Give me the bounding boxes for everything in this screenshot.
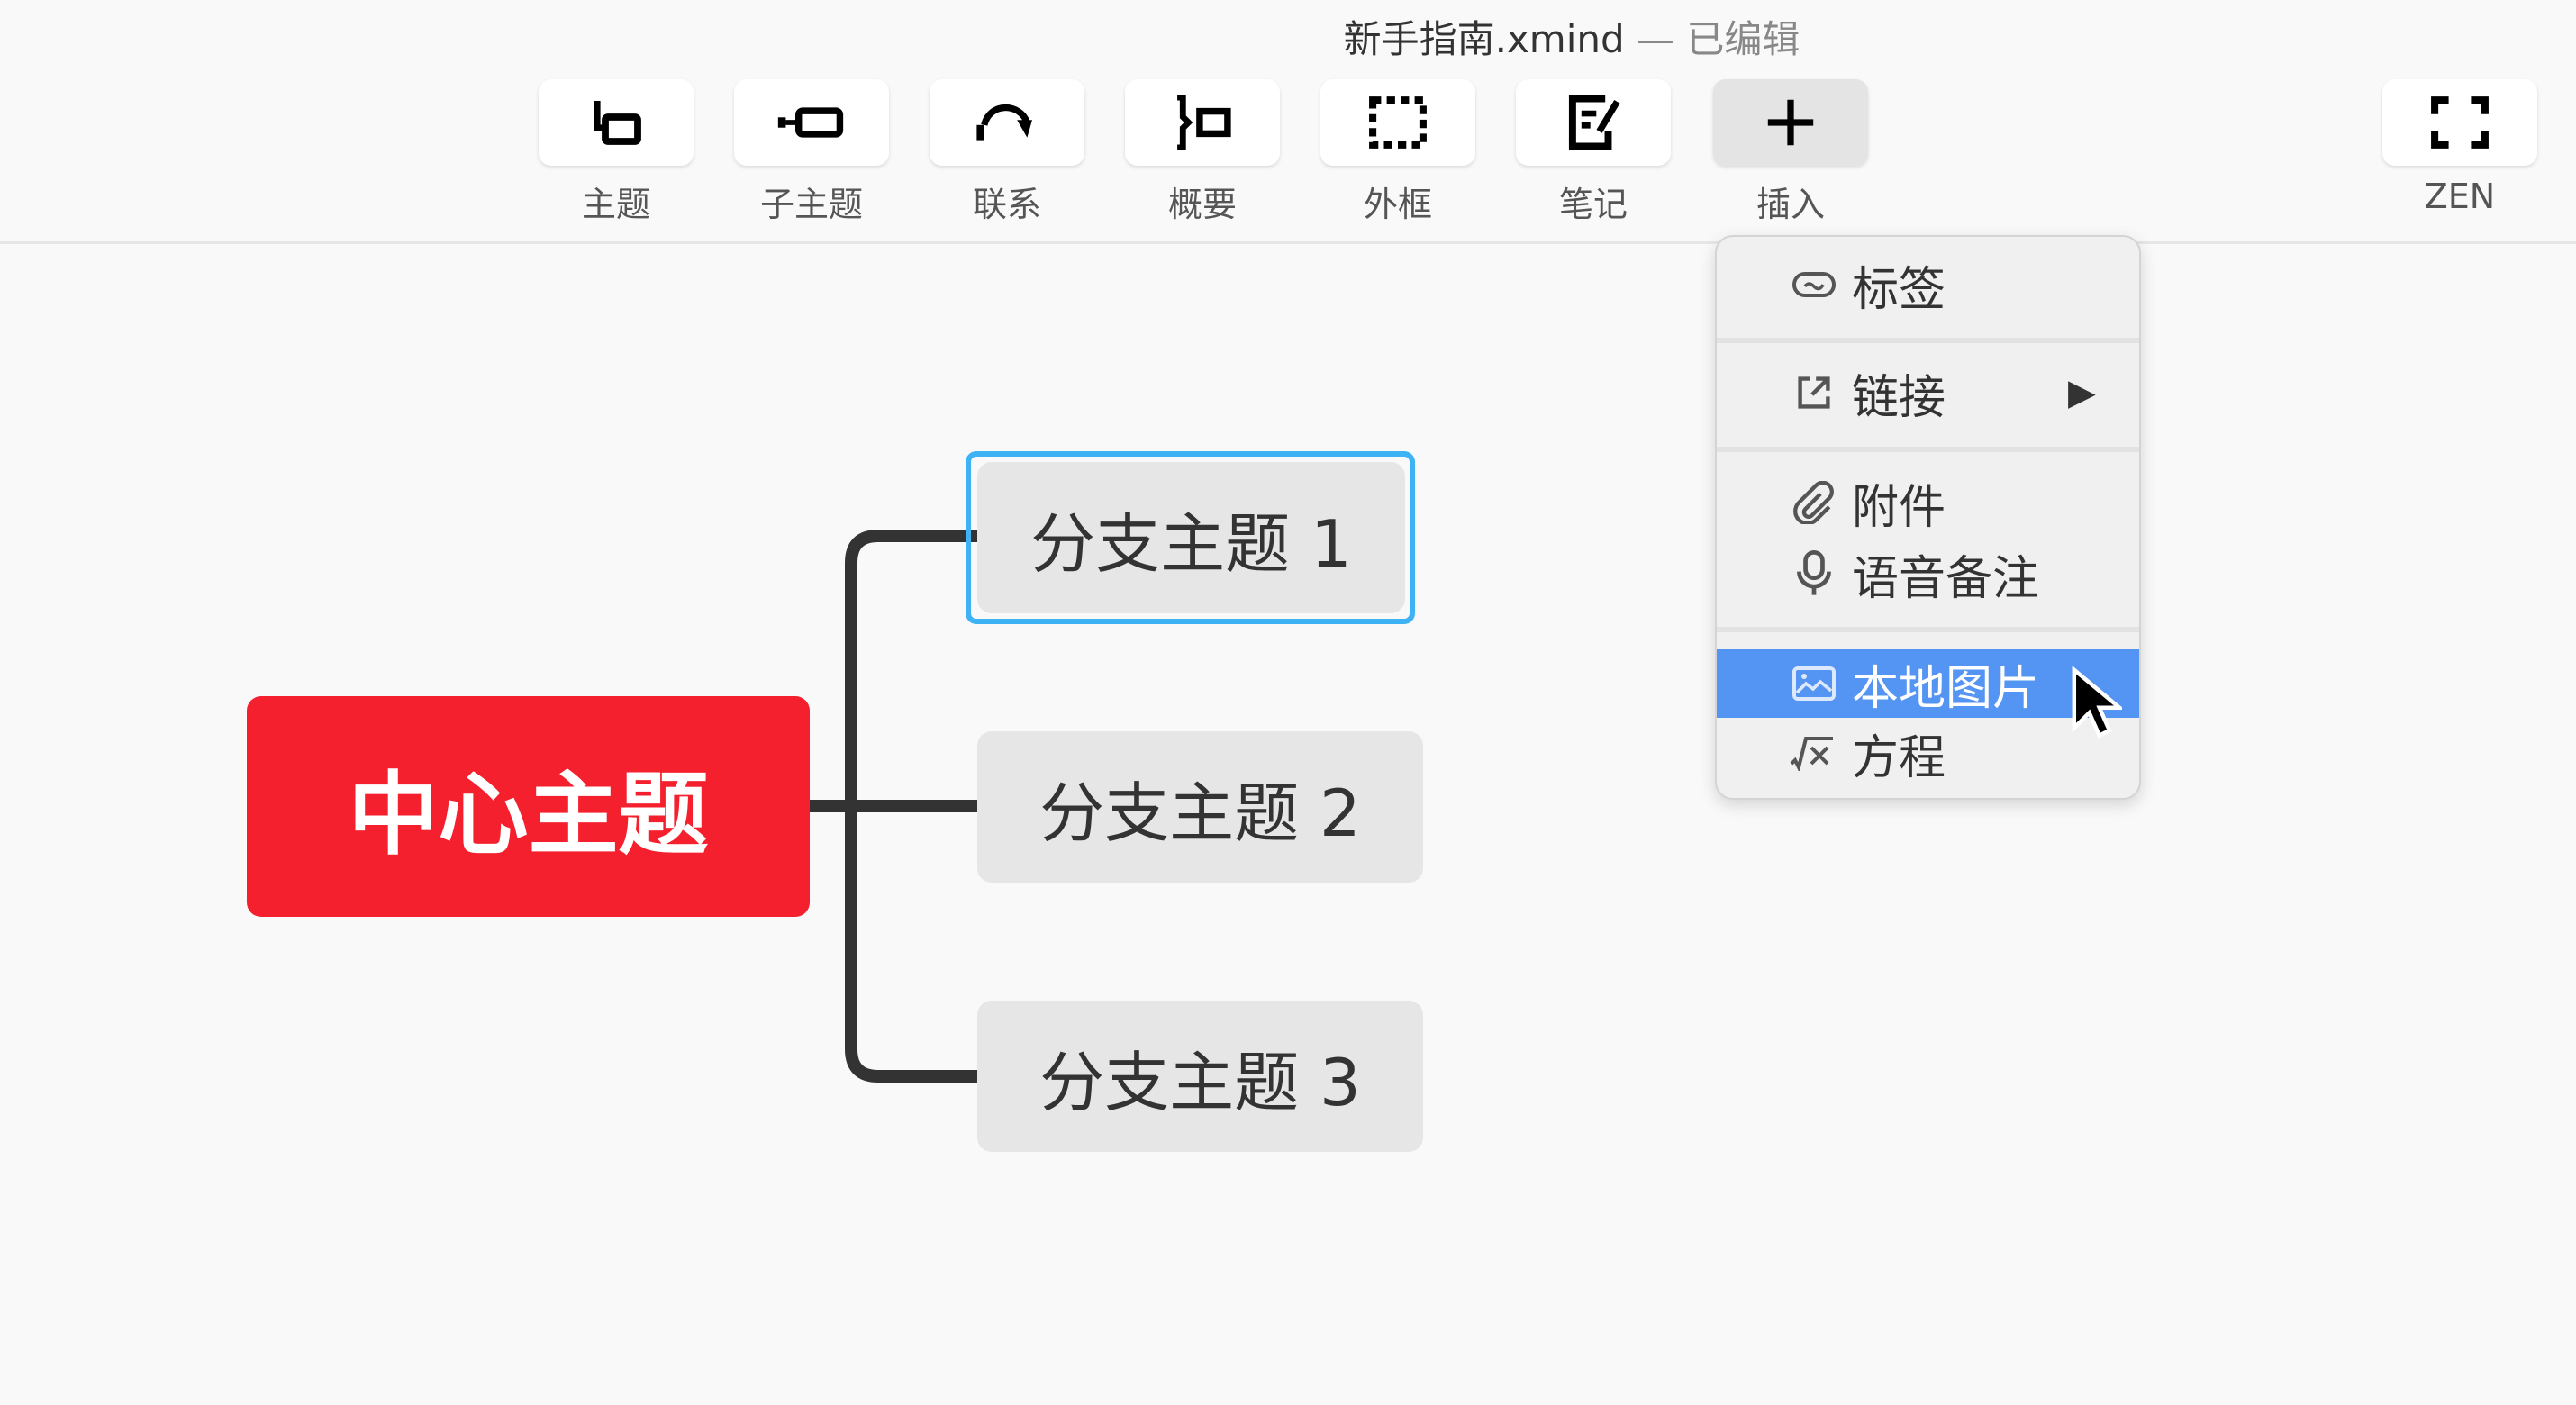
insert-menu: 标签 链接 ▶ 附件 语音备注 本地图片 方程 (1715, 235, 2141, 800)
menu-item-link[interactable]: 链接 ▶ (1717, 358, 2139, 427)
window-title: 新手指南.xmind — 已编辑 (0, 9, 2576, 64)
image-icon (1789, 658, 1839, 709)
menu-item-text: 标签 (1852, 262, 1946, 317)
menu-item-text: 方程 (1852, 730, 1946, 785)
submenu-arrow-icon: ▶ (2068, 372, 2096, 413)
mouse-cursor-icon (2072, 666, 2122, 739)
fullscreen-icon (2431, 96, 2489, 149)
menu-item-equation[interactable]: 方程 (1717, 719, 2139, 787)
equation-icon (1789, 728, 1839, 778)
note-icon (1568, 95, 1620, 150)
link-icon (1789, 367, 1839, 418)
menu-item-label[interactable]: 标签 (1717, 250, 2139, 319)
menu-separator (1717, 338, 2139, 343)
menu-separator (1717, 447, 2139, 452)
subtopic-icon (777, 107, 844, 138)
menu-item-text: 本地图片 (1852, 661, 2040, 716)
menu-item-text: 附件 (1852, 480, 1946, 535)
attachment-icon (1789, 477, 1839, 528)
branch-topic-1[interactable]: 分支主题 1 (977, 462, 1405, 613)
menu-separator (1717, 627, 2139, 632)
insert-label: 插入 (1755, 185, 1825, 224)
relationship-icon (976, 104, 1032, 140)
summary-button[interactable] (1125, 79, 1280, 166)
selection-outline (966, 451, 1415, 624)
plus-icon (1767, 99, 1814, 146)
topic-icon (594, 101, 641, 145)
relationship-button[interactable] (930, 79, 1084, 166)
edit-status: — 已编辑 (1637, 17, 1800, 61)
branch-topic-3[interactable]: 分支主题 3 (977, 1001, 1423, 1152)
boundary-icon (1369, 96, 1427, 149)
zen-label: ZEN (2424, 177, 2496, 216)
branch-topic-2[interactable]: 分支主题 2 (977, 731, 1423, 883)
summary-label: 概要 (1167, 185, 1237, 224)
subtopic-button[interactable] (734, 79, 889, 166)
note-label: 笔记 (1558, 185, 1628, 224)
label-icon (1789, 259, 1839, 310)
boundary-button[interactable] (1320, 79, 1475, 166)
subtopic-label: 子主题 (759, 185, 863, 224)
microphone-icon (1789, 548, 1839, 599)
menu-item-voice-note[interactable]: 语音备注 (1717, 539, 2139, 608)
summary-icon (1177, 95, 1231, 150)
boundary-label: 外框 (1363, 185, 1432, 224)
menu-item-text: 语音备注 (1852, 551, 2040, 606)
filename: 新手指南.xmind (1343, 17, 1625, 61)
insert-button[interactable] (1713, 79, 1868, 166)
menu-item-text: 链接 (1852, 370, 1946, 425)
relationship-label: 联系 (972, 185, 1041, 224)
menu-item-local-image[interactable]: 本地图片 (1717, 649, 2139, 718)
topic-label: 主题 (581, 185, 650, 224)
zen-button[interactable] (2382, 79, 2537, 166)
toolbar-header: 新手指南.xmind — 已编辑 主题 子主题 联系 概要 外框 笔记 插入 Z… (0, 0, 2576, 244)
menu-item-attachment[interactable]: 附件 (1717, 468, 2139, 537)
note-button[interactable] (1516, 79, 1671, 166)
central-topic[interactable]: 中心主题 (247, 696, 810, 917)
topic-button[interactable] (539, 79, 694, 166)
